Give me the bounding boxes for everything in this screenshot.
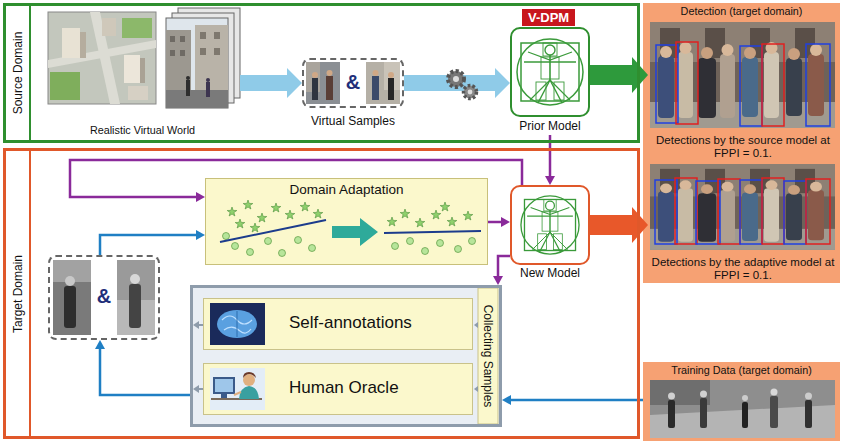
block-arrow xyxy=(240,68,302,98)
node-text: Detections by the source model at FPPI =… xyxy=(650,134,836,160)
flow-arrow xyxy=(100,230,205,255)
connector-line xyxy=(100,348,190,395)
virtual-world-picture: Realistic Virtual World xyxy=(45,8,240,136)
adaptation-plot xyxy=(220,200,481,257)
training-photo xyxy=(650,380,835,438)
panel-grounds xyxy=(30,3,840,441)
block-arrow-shape xyxy=(240,68,302,98)
detection-image: Detections by the source model at FPPI =… xyxy=(648,20,838,160)
node-text: Prior Model xyxy=(519,119,580,133)
node-text: Training Data (target domain) xyxy=(643,364,840,376)
arrow-head xyxy=(502,395,511,405)
samples-box: & xyxy=(48,255,160,340)
connector-line xyxy=(488,221,502,224)
node-text: Collecting Samples xyxy=(481,305,495,408)
node-text: Source Domain xyxy=(11,8,25,138)
node-text: Self-annotations xyxy=(289,313,412,333)
brain-icon xyxy=(210,303,265,345)
human-oracle-icon xyxy=(210,368,265,410)
arrow-head xyxy=(196,192,205,202)
node-text: Virtual Samples xyxy=(311,114,395,128)
virtual-samples-box: &Virtual Samples xyxy=(302,58,404,108)
arrow-head xyxy=(196,230,205,240)
flow-arrow xyxy=(70,160,522,202)
node-text: Domain Adaptation xyxy=(206,182,487,197)
prior-model-box: V-DPMPrior Model xyxy=(510,27,590,117)
flow-arrow xyxy=(488,217,510,227)
node-text: Human Oracle xyxy=(289,378,399,398)
new-model-box: New Model xyxy=(510,185,590,265)
collecting-frame: Collecting Samples Self-annotationsHuman … xyxy=(190,285,502,427)
connector-line xyxy=(100,235,197,255)
detection-image: Detections by the adaptive model at FPPI… xyxy=(648,162,838,282)
detection-photo-adaptive xyxy=(650,164,835,250)
process-box: Domain Adaptation xyxy=(205,178,488,265)
node-text: Detections by the adaptive model at FPPI… xyxy=(650,256,836,282)
arrow-head xyxy=(493,276,503,285)
node-text: New Model xyxy=(520,266,580,280)
process-box: Human Oracle xyxy=(203,363,473,415)
detection-photo-source xyxy=(650,22,835,128)
detection-panel: Detection (target domain) Detections by t… xyxy=(643,3,840,283)
source-domain-band: Source DomainRealistic Virtual World&Vir… xyxy=(3,3,640,143)
arrow-head xyxy=(95,340,105,349)
arrow-head xyxy=(501,217,510,227)
training-data-panel: Training Data (target domain) xyxy=(643,362,840,441)
virtual-city-picture xyxy=(48,8,240,108)
flow-arrow xyxy=(95,340,190,395)
process-box: Self-annotations xyxy=(203,298,473,350)
node-text: & xyxy=(304,71,402,94)
flow-arrow xyxy=(493,256,510,285)
node-text: V-DPM xyxy=(522,9,575,26)
target-domain-band: Target DomainDomain AdaptationNew Model&… xyxy=(3,148,640,439)
block-arrow xyxy=(404,68,510,98)
node-text: & xyxy=(50,285,158,308)
connector-line xyxy=(510,399,643,402)
part-model-figure xyxy=(517,39,583,254)
flow-arrow xyxy=(502,395,643,405)
node-text: Detection (target domain) xyxy=(643,5,840,17)
node-text: Target Domain xyxy=(11,194,25,394)
arrow-head xyxy=(545,176,555,185)
node-text: Realistic Virtual World xyxy=(45,124,240,136)
connector-line xyxy=(498,256,510,277)
block-arrow-shape xyxy=(404,68,510,98)
